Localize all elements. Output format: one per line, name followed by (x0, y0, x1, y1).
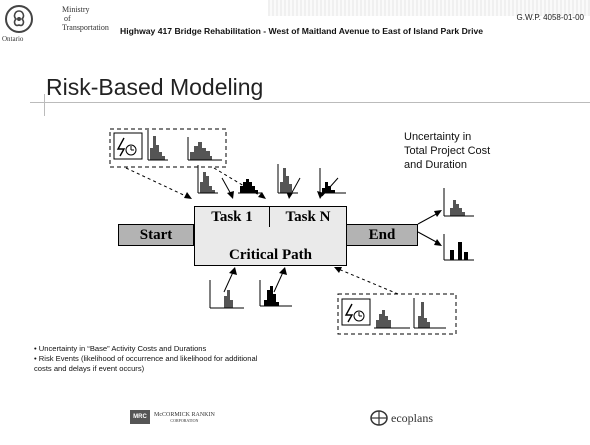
task1-box: Task 1 (194, 206, 270, 228)
risk-event-box-top (109, 128, 227, 168)
mrc-logo: MRC McCORMICK RANKIN CORPORATION (130, 410, 215, 424)
histogram (150, 136, 165, 160)
taskn-box: Task N (269, 206, 347, 228)
bullet-list: • Uncertainty in “Base” Activity Costs a… (34, 344, 257, 374)
uncertainty-label: Uncertainty in Total Project Cost and Du… (404, 130, 490, 172)
histograms (147, 130, 474, 329)
ministry-line-2: of (64, 14, 71, 23)
mrc-badge: MRC (130, 410, 150, 424)
mrc-text: McCORMICK RANKIN CORPORATION (154, 412, 215, 423)
end-label: End (368, 226, 396, 243)
ecoplans-logo: ecoplans (370, 410, 433, 426)
end-box: End (346, 224, 418, 246)
risk-event-icon (341, 298, 371, 326)
mrc-name: McCORMICK RANKIN (154, 411, 215, 418)
ontario-trillium-icon (4, 4, 34, 34)
task1-label: Task 1 (211, 208, 253, 225)
project-subtitle: Highway 417 Bridge Rehabilitation - West… (120, 26, 484, 36)
tasks-connector (194, 227, 347, 246)
title-underline (30, 102, 590, 103)
start-label: Start (139, 226, 173, 243)
bullet-item-3: costs and delays if event occurs) (34, 364, 145, 373)
mrc-sub: CORPORATION (170, 417, 199, 423)
critical-path-label: Critical Path (229, 247, 312, 263)
title-vertical-line (44, 94, 45, 116)
header-band (268, 0, 590, 16)
risk-event-icon (113, 132, 143, 160)
ministry-name: Ministry of Transportation (62, 5, 109, 32)
uncertainty-line-2: Total Project Cost (404, 145, 491, 157)
ministry-line-1: Ministry (62, 5, 90, 14)
document-number: G.W.P. 4058-01-00 (516, 13, 584, 22)
start-box: Start (118, 224, 194, 246)
critical-path-box: Critical Path (194, 245, 347, 266)
ministry-line-3: Transportation (62, 23, 109, 32)
bullet-item-1: • Uncertainty in “Base” Activity Costs a… (34, 344, 207, 353)
taskn-label: Task N (285, 208, 331, 225)
ontario-label: Ontario (2, 35, 24, 43)
uncertainty-line-3: and Duration (404, 159, 467, 171)
bullet-item-2: • Risk Events (likelihood of occurrence … (34, 354, 258, 363)
ecoplans-name: ecoplans (391, 410, 433, 425)
uncertainty-line-1: Uncertainty in (404, 131, 472, 143)
dashed-arrowheads (184, 192, 342, 273)
page-title: Risk-Based Modeling (46, 74, 264, 100)
ecoplans-globe-icon (370, 410, 388, 426)
